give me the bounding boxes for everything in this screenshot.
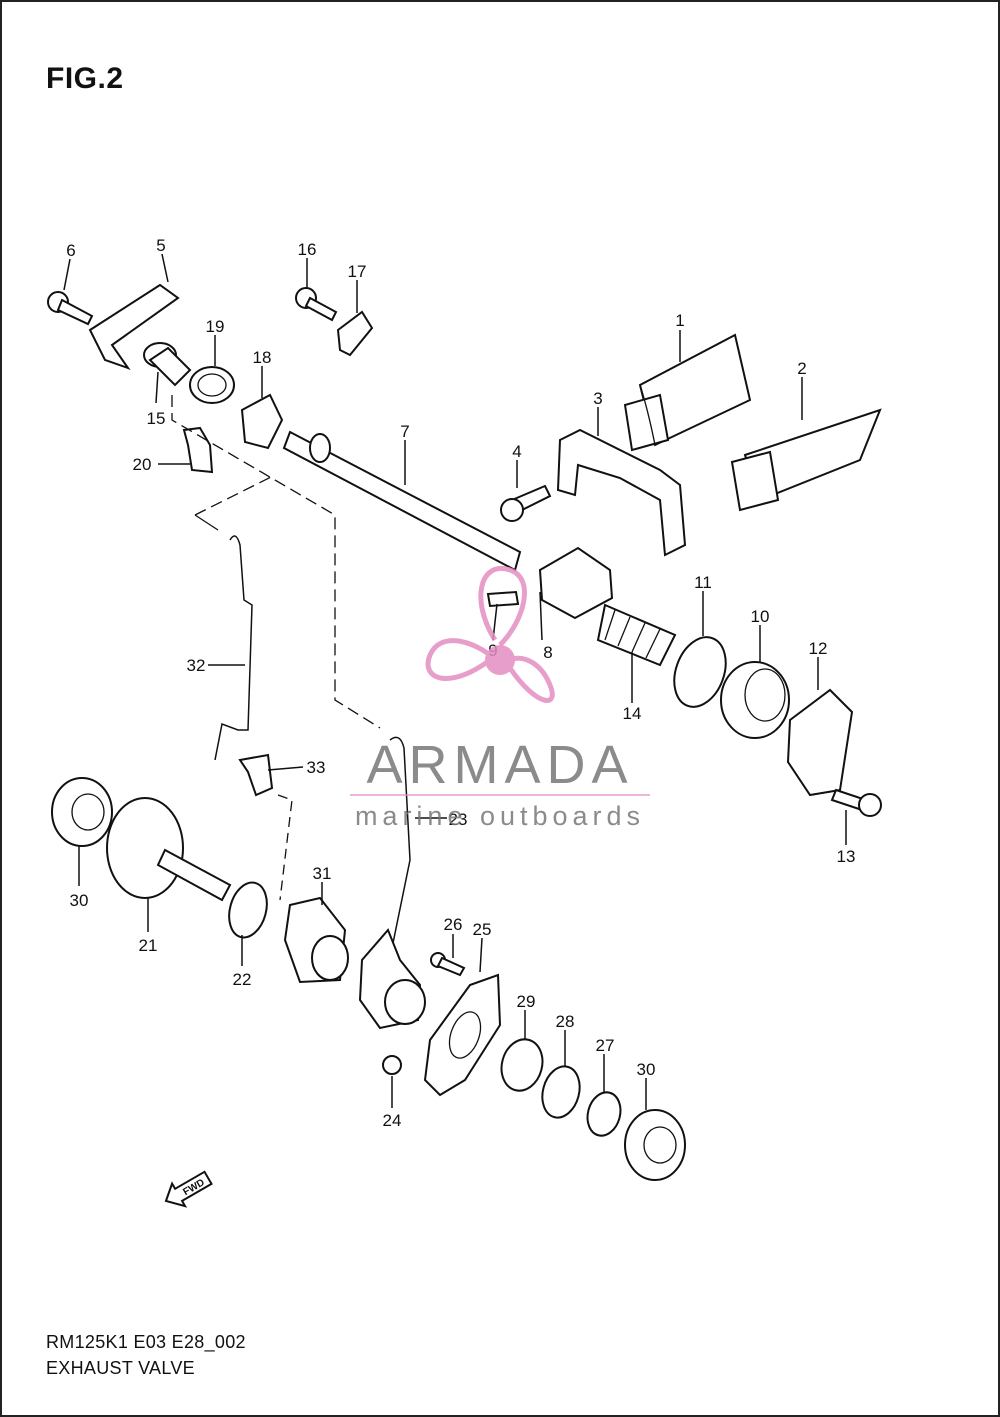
fwd-arrow-icon: FWD [164, 1170, 213, 1208]
callout-23: 23 [449, 810, 468, 829]
part-25-plate [423, 973, 502, 1097]
part-3-bracket [556, 428, 687, 557]
part-27-circlip [586, 1091, 622, 1137]
propeller-logo [425, 565, 555, 703]
part-21-gear-shaft [106, 797, 232, 902]
callout-27: 27 [596, 1036, 615, 1055]
callout-26: 26 [444, 915, 463, 934]
part-32-rod [214, 535, 253, 761]
part-6-bolt [47, 291, 94, 326]
assembly-guide-lines [171, 395, 381, 901]
part-17-washer [336, 310, 374, 357]
callout-4: 4 [512, 442, 521, 461]
part-14-spring [596, 603, 677, 667]
callout-30-right: 30 [637, 1060, 656, 1079]
part-23-lever [358, 928, 426, 1030]
part-11-o-ring [673, 636, 727, 708]
callout-21: 21 [139, 936, 158, 955]
part-23-rod [389, 736, 411, 949]
callout-7: 7 [400, 422, 409, 441]
callout-24: 24 [383, 1111, 402, 1130]
callout-31: 31 [313, 864, 332, 883]
part-24-ball [382, 1055, 402, 1075]
part-2-exhaust-valve [730, 408, 882, 512]
callout-18: 18 [253, 348, 272, 367]
part-19-spring [189, 366, 235, 404]
part-12-gasket [786, 688, 854, 797]
callout-8: 8 [543, 643, 552, 662]
watermark: ARMADA marine outboards [350, 565, 650, 831]
part-29-seal [500, 1038, 544, 1092]
part-5-plate [88, 283, 180, 370]
callout-11: 11 [694, 573, 712, 592]
callout-33: 33 [307, 758, 326, 777]
callout-6: 6 [66, 241, 75, 260]
callout-20: 20 [133, 455, 152, 474]
part-18-plate [240, 393, 284, 450]
part-1-exhaust-valve [623, 333, 752, 452]
callout-32: 32 [187, 656, 206, 675]
part-4-bolt [500, 484, 552, 522]
part-7-shaft [282, 430, 522, 572]
callout-12: 12 [809, 639, 828, 658]
part-9-screw [486, 590, 520, 608]
callout-29: 29 [517, 992, 536, 1011]
part-33-clip [238, 753, 274, 797]
part-30-bearing-right [624, 1109, 686, 1181]
diagram-name: EXHAUST VALVE [46, 1358, 195, 1378]
callout-15: 15 [147, 409, 166, 428]
diagram-code: RM125K1 E03 E28_002 [46, 1332, 246, 1352]
callout-28: 28 [556, 1012, 575, 1031]
part-22-bearing [228, 881, 268, 939]
watermark-tagline: marine outboards [355, 801, 645, 831]
figure-title: FIG.2 [46, 62, 124, 95]
part-30-bearing-left [51, 777, 113, 847]
callout-5: 5 [156, 236, 165, 255]
callout-22: 22 [233, 970, 252, 989]
part-31-lever [283, 896, 349, 984]
part-13-bolt [830, 788, 882, 817]
watermark-brand: ARMADA [366, 735, 633, 795]
callout-10: 10 [751, 607, 770, 626]
part-10-cover [720, 661, 790, 739]
callout-3: 3 [593, 389, 602, 408]
callout-16: 16 [298, 240, 317, 259]
callout-25: 25 [473, 920, 492, 939]
part-8-pulley [538, 546, 614, 620]
part-15-bushing [143, 342, 192, 387]
part-26-screw [430, 952, 466, 977]
callout-1: 1 [675, 311, 684, 330]
callout-2: 2 [797, 359, 806, 378]
callout-17: 17 [348, 262, 367, 281]
callout-30-left: 30 [70, 891, 89, 910]
callout-labels: 1 2 3 4 5 6 7 8 9 10 11 12 13 14 15 16 1… [66, 236, 855, 1130]
callout-13: 13 [837, 847, 856, 866]
leader-lines [63, 253, 847, 1110]
callout-14: 14 [623, 704, 642, 723]
part-28-ring [541, 1065, 581, 1119]
part-16-bolt [295, 287, 338, 322]
callout-19: 19 [206, 317, 225, 336]
propeller-hub [485, 645, 515, 675]
